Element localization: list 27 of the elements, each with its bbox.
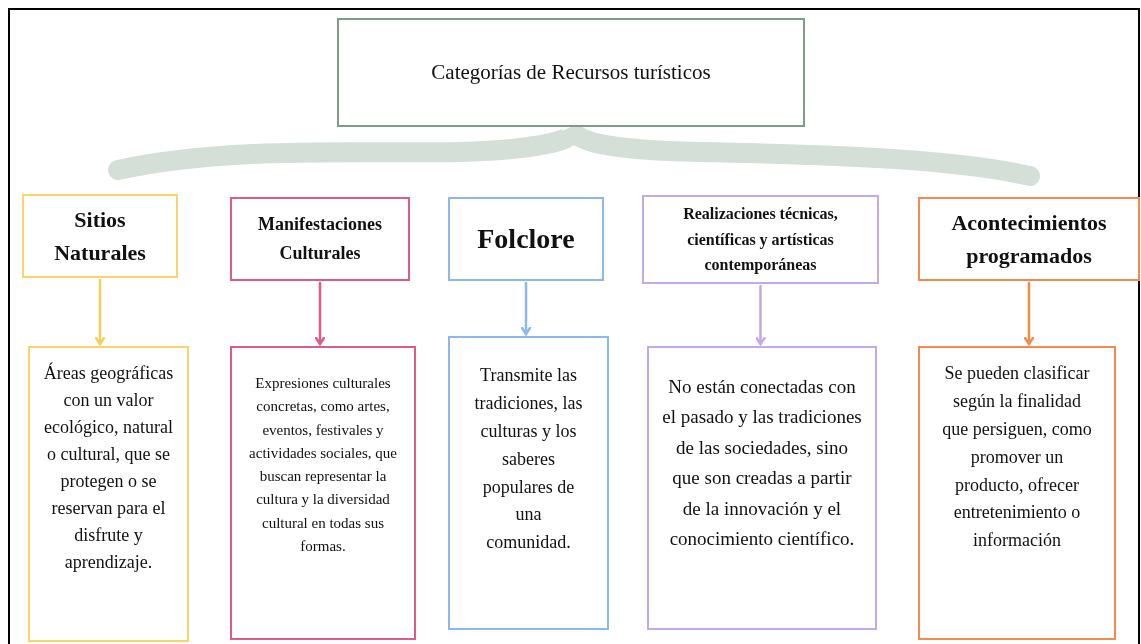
description-text: Transmite las tradiciones, las culturas y los saberes populares de una comunidad.	[474, 364, 583, 555]
category-box	[448, 197, 604, 281]
category-box	[230, 197, 410, 281]
description-box	[918, 346, 1116, 640]
arrow	[94, 278, 106, 346]
title-box	[337, 18, 805, 127]
category-box	[918, 197, 1140, 281]
category-box	[22, 194, 178, 278]
description-text: Áreas geográficas con un valor ecológico, natural o cultural, que se protegen o se reservan para el disfrute y aprendizaje.	[42, 361, 175, 574]
category-title: Folclore	[477, 222, 575, 256]
arrow	[1023, 281, 1035, 346]
arrow	[314, 281, 326, 346]
arrow	[520, 281, 532, 336]
category-title: Sitios Naturales	[53, 206, 147, 267]
arrow	[755, 284, 766, 346]
description-box	[647, 346, 877, 630]
category-title: Manifestaciones Culturales	[257, 213, 383, 265]
category-title: Realizaciones técnicas, científicas y artísticas contemporáneas	[682, 204, 839, 276]
description-text: Expresiones culturales concretas, como artes, eventos, festivales y actividades sociales, que buscan representar la cultura y la diversidad cultural en todas sus formas.	[248, 374, 398, 556]
description-box	[230, 346, 416, 640]
description-text: Se pueden clasificar según la finalidad que persiguen, como promover un producto, ofrecer entretenimiento o información	[941, 362, 1093, 553]
category-title: Acontecimientos programados	[950, 209, 1108, 270]
description-box	[448, 336, 609, 630]
description-box	[28, 346, 189, 642]
description-text: No están conectadas con el pasado y las tradiciones de las sociedades, sino que son creadas a partir de la innovación y el conocimiento científico.	[661, 375, 863, 551]
category-box	[642, 195, 879, 284]
title-text: Categorías de Recursos turísticos	[431, 58, 711, 86]
